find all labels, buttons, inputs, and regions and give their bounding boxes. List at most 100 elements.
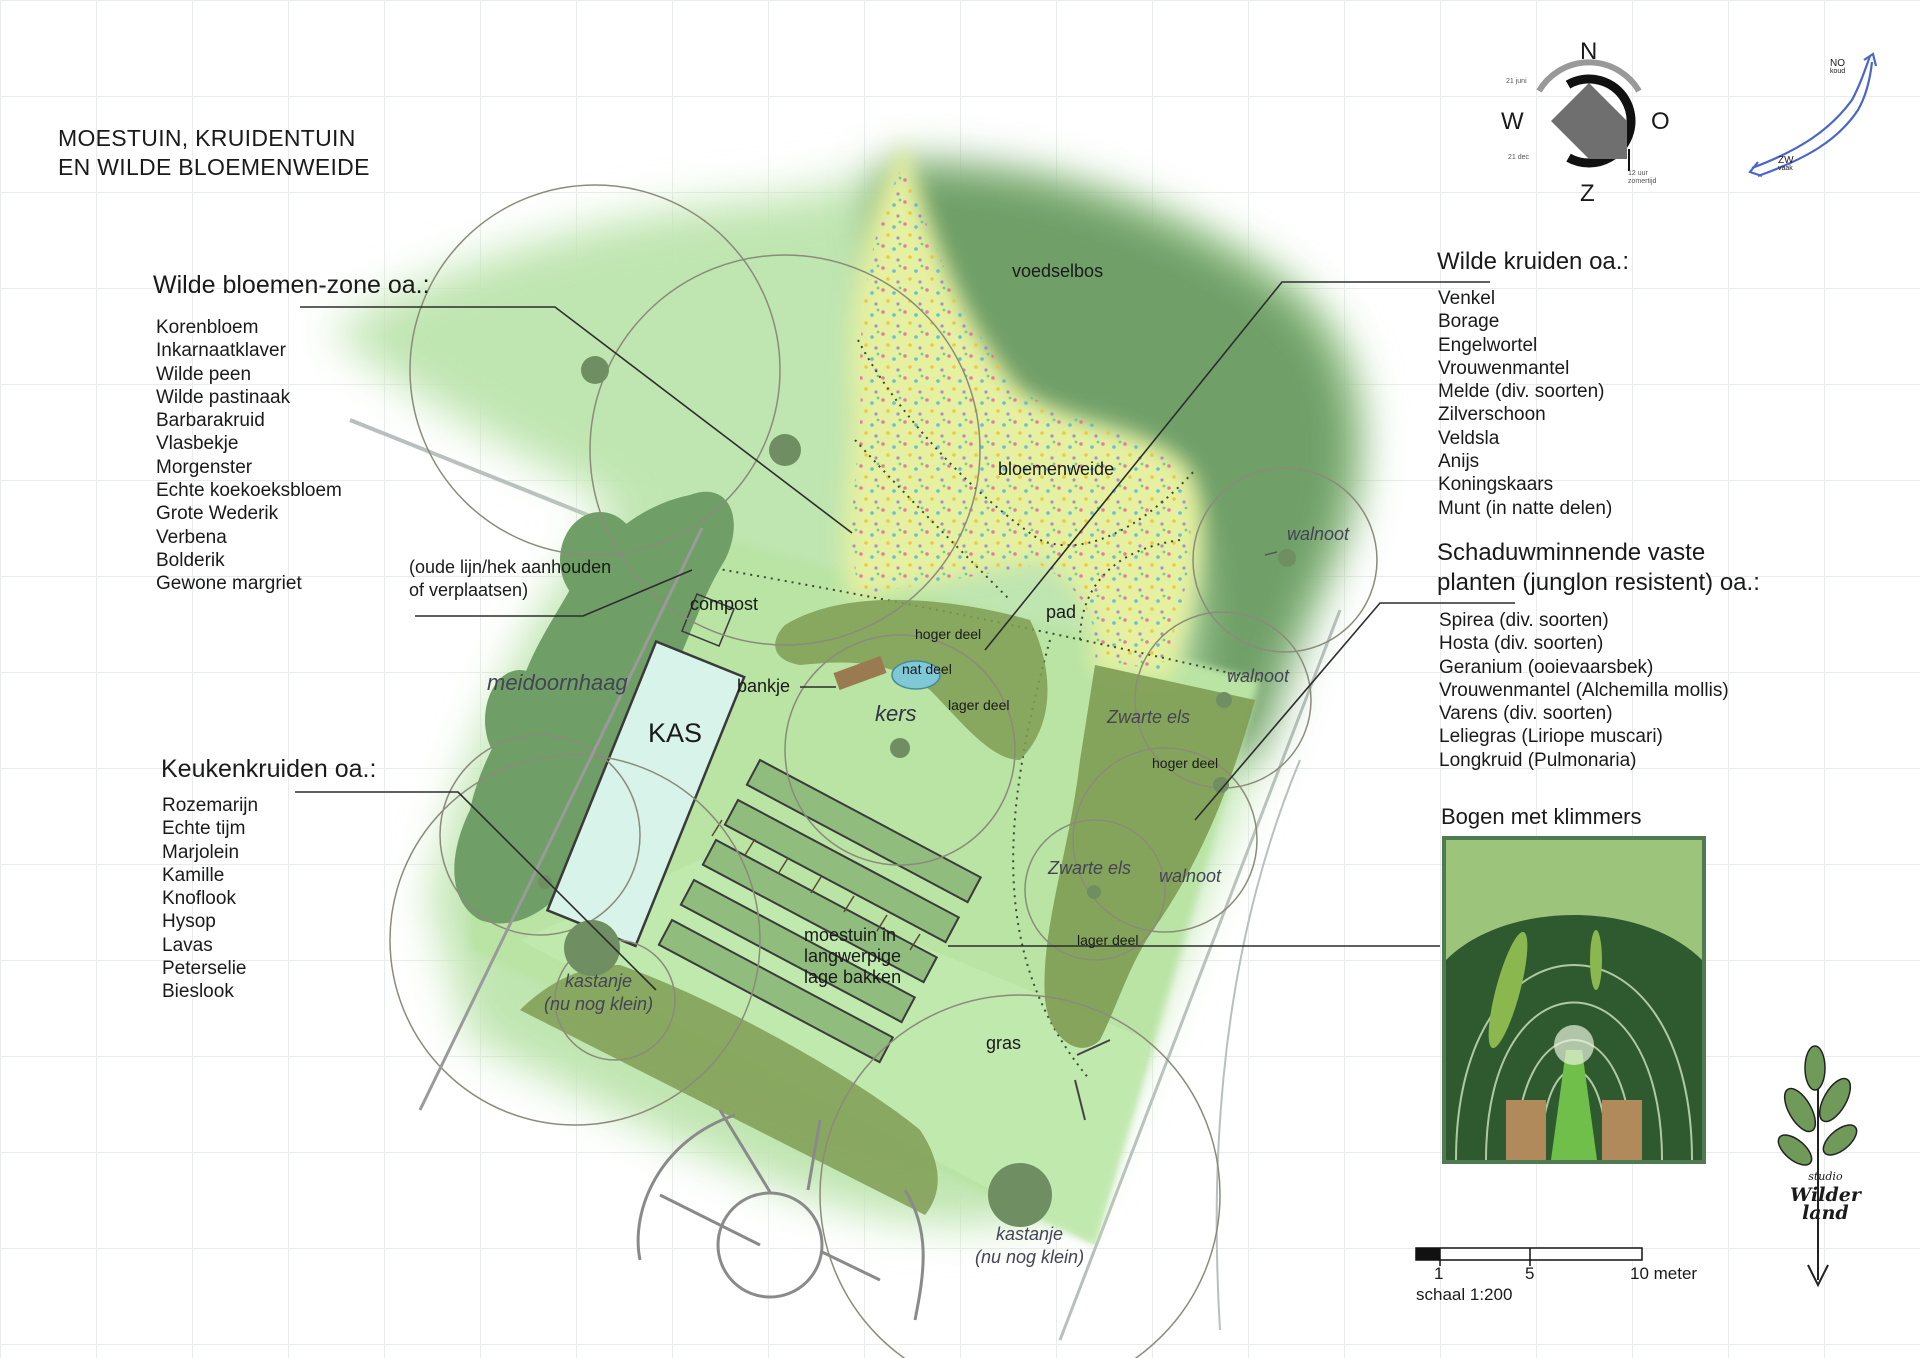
- list-item: Borage: [1438, 311, 1500, 333]
- list-item: Grote Wederik: [156, 503, 279, 525]
- compass-note-summertime: 12 uur zomertijd: [1628, 170, 1656, 186]
- list-item: Hysop: [162, 911, 216, 933]
- summertime-line2: zomertijd: [1628, 178, 1657, 185]
- scale-tick-5: 5: [1525, 1264, 1535, 1283]
- label-cherry: kers: [875, 701, 917, 726]
- shade-plants-list: Spirea (div. soorten) Hosta (div. soorte…: [1439, 609, 1729, 772]
- walnut-tick: [1264, 551, 1278, 556]
- list-item: Wilde pastinaak: [156, 386, 291, 408]
- veg-line1: moestuin in: [804, 925, 897, 945]
- label-walnut: walnoot: [1287, 524, 1350, 544]
- veg-line2: langwerpige: [804, 946, 902, 966]
- list-item: Melde (div. soorten): [1438, 381, 1605, 403]
- label-path: pad: [1046, 602, 1077, 622]
- wind-label-sw: ZW vaak: [1778, 155, 1794, 173]
- logo-line2: Wilder: [1790, 1184, 1861, 1206]
- list-item: Geranium (ooievaarsbek): [1439, 656, 1654, 678]
- label-old-fence: (oude lijn/hek aanhouden of verplaatsen): [409, 556, 611, 602]
- wild-herbs-title: Wilde kruiden oa.:: [1437, 248, 1630, 275]
- label-lower-part: lager deel: [1077, 932, 1139, 948]
- title-line1: MOESTUIN, KRUIDENTUIN: [58, 125, 356, 151]
- list-item: Korenbloem: [156, 317, 259, 338]
- compass-north: N: [1580, 38, 1598, 65]
- wind-ne-line2: koud: [1830, 68, 1846, 75]
- logo-line1: studio: [1808, 1170, 1843, 1183]
- list-item: Verbena: [156, 526, 227, 548]
- label-black-alder: Zwarte els: [1048, 858, 1132, 878]
- list-item: Gewone margriet: [156, 573, 302, 595]
- list-item: Lavas: [162, 934, 213, 956]
- bench: [833, 655, 887, 691]
- compass-note-dec: 21 dec: [1508, 154, 1530, 161]
- label-wet-part: nat deel: [902, 661, 952, 677]
- wild-flowers-list: Korenbloem Inkarnaatklaver Wilde peen Wi…: [156, 316, 342, 596]
- compass-east: O: [1651, 108, 1670, 135]
- shade-plants-title: Schaduwminnende vaste planten (junglon r…: [1437, 538, 1760, 598]
- list-item: Echte koekoeksbloem: [156, 480, 342, 502]
- list-item: Varens (div. soorten): [1439, 703, 1613, 725]
- shade-title-line2: planten (junglon resistent) oa.:: [1437, 569, 1760, 596]
- title-line2: EN WILDE BLOEMENWEIDE: [58, 154, 370, 180]
- list-item: Wilde peen: [156, 363, 252, 385]
- studio-logo-plant: [1777, 1045, 1858, 1288]
- list-item: Vlasbekje: [156, 433, 239, 455]
- list-item: Longkruid (Pulmonaria): [1439, 749, 1637, 771]
- list-item: Marjolein: [162, 841, 240, 863]
- compass-note-june: 21 juni: [1506, 78, 1527, 85]
- compost-bin: [680, 592, 736, 648]
- scale-tick-10: 10 meter: [1630, 1264, 1698, 1283]
- label-higher-part: hoger deel: [915, 626, 982, 642]
- flower-meadow-dots: [852, 160, 1191, 670]
- tree-trunks: [538, 356, 1296, 1227]
- list-item: Leliegras (Liriope muscari): [1439, 726, 1663, 748]
- page-title: MOESTUIN, KRUIDENTUIN EN WILDE BLOEMENWE…: [58, 124, 370, 182]
- chestnut-line1: kastanje: [996, 1224, 1064, 1244]
- hedge-line: [418, 527, 704, 1111]
- label-food-forest: voedselbos: [1012, 261, 1104, 281]
- list-item: Bolderik: [156, 549, 225, 571]
- veg-line3: lage bakken: [804, 967, 902, 987]
- label-walnut: walnoot: [1227, 666, 1290, 686]
- leader-lines: [295, 281, 1515, 991]
- list-item: Inkarnaatklaver: [156, 340, 286, 362]
- list-item: Engelwortel: [1438, 334, 1538, 356]
- label-chestnut: kastanje (nu nog klein): [975, 1223, 1084, 1269]
- list-item: Hosta (div. soorten): [1439, 633, 1604, 655]
- path-lines: [1074, 1039, 1111, 1121]
- label-greenhouse: KAS: [648, 718, 703, 748]
- driveway: [636, 1109, 925, 1321]
- list-item: Peterselie: [162, 958, 247, 980]
- list-item: Vrouwenmantel: [1438, 357, 1570, 379]
- food-forest-area: [876, 166, 1354, 760]
- chestnut-line2: (nu nog klein): [544, 994, 654, 1014]
- wind-sw-line1: ZW: [1778, 155, 1794, 166]
- pond-bed: [775, 599, 1048, 760]
- label-higher-part: hoger deel: [1152, 755, 1219, 771]
- label-walnut: walnoot: [1159, 866, 1222, 886]
- label-chestnut: kastanje (nu nog klein): [544, 970, 653, 1016]
- list-item: Venkel: [1438, 288, 1496, 309]
- compass-west: W: [1501, 108, 1524, 135]
- label-compost: compost: [690, 594, 759, 614]
- list-item: Vrouwenmantel (Alchemilla mollis): [1439, 679, 1729, 701]
- scale-tick-1: 1: [1434, 1264, 1444, 1283]
- summertime-line1: 12 uur: [1628, 170, 1648, 177]
- kitchen-herbs-title: Keukenkruiden oa.:: [161, 755, 377, 783]
- old-fence-line2: of verplaatsen): [409, 580, 529, 600]
- list-item: Bieslook: [162, 981, 234, 1003]
- wind-arrow: [1748, 52, 1878, 178]
- pond: [891, 660, 941, 690]
- list-item: Kamille: [162, 864, 225, 886]
- label-flower-meadow: bloemenweide: [998, 459, 1115, 479]
- compass-rose: [1536, 59, 1642, 171]
- wild-flowers-title: Wilde bloemen-zone oa.:: [153, 271, 430, 299]
- shade-bed-right: [1044, 665, 1255, 1048]
- old-fence-line1: (oude lijn/hek aanhouden: [409, 557, 612, 577]
- bottom-bed: [520, 965, 938, 1215]
- list-item: Barbarakruid: [156, 410, 265, 432]
- arches-photo-illustration: [1446, 840, 1702, 1160]
- vegetable-beds: [657, 758, 983, 1064]
- arches-title: Bogen met klimmers: [1441, 804, 1642, 829]
- shade-title-line1: Schaduwminnende vaste: [1437, 539, 1706, 566]
